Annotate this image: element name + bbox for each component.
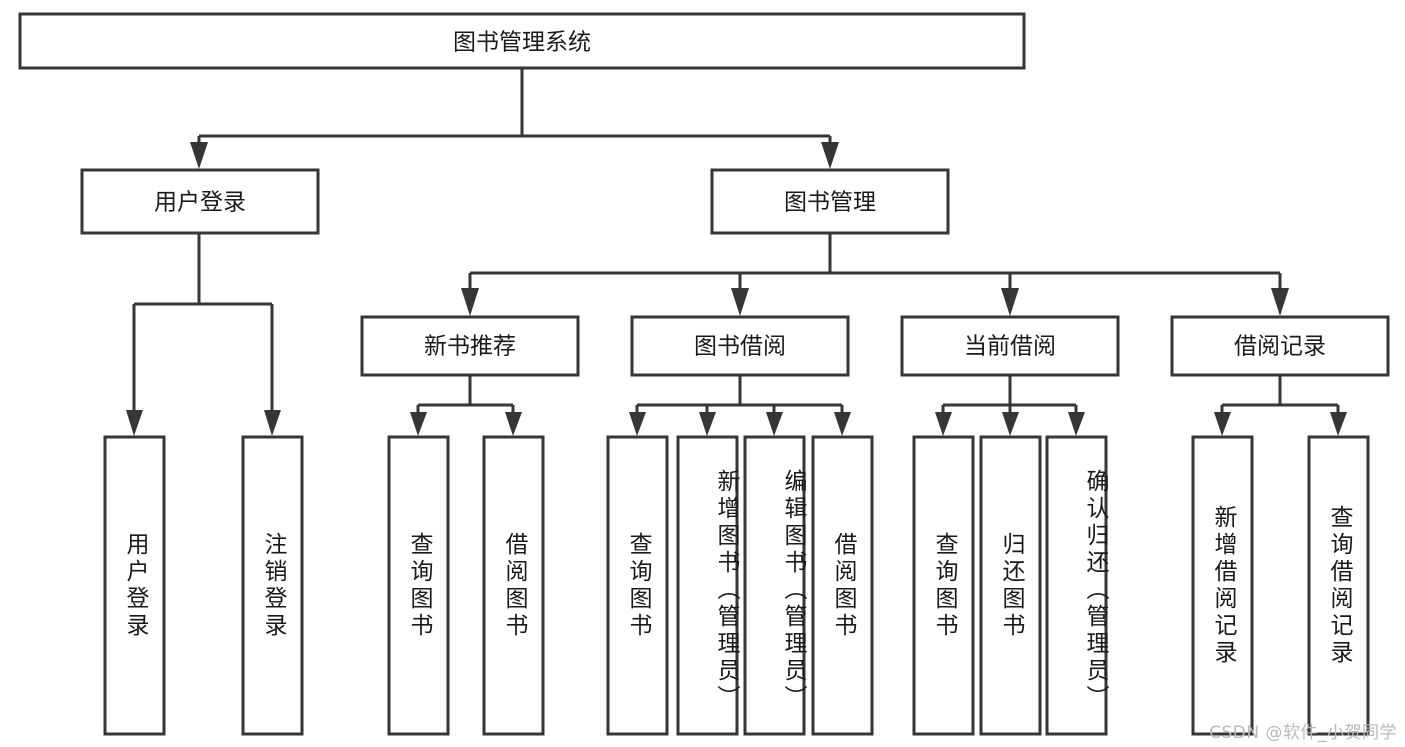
arrowhead-user-login bbox=[190, 142, 208, 169]
arrowhead-leaf-5 bbox=[629, 412, 646, 436]
node-leaf-10-box[interactable] bbox=[979, 435, 1042, 736]
node-book-manage-box[interactable] bbox=[710, 168, 950, 235]
arrowhead-book-borrow bbox=[731, 288, 749, 316]
csdn-watermark: CSDN @软件_小贺同学 bbox=[1209, 723, 1397, 743]
arrowhead-leaf-10 bbox=[1002, 412, 1019, 436]
node-borrow-record-label: 借阅记录 bbox=[1234, 334, 1326, 360]
node-leaf-3-box[interactable] bbox=[387, 435, 450, 736]
arrowhead-book-manage bbox=[821, 142, 839, 169]
node-leaf-4-box[interactable] bbox=[482, 435, 545, 736]
arrowhead-leaf-6 bbox=[699, 412, 716, 436]
arrowhead-leaf-2 bbox=[264, 410, 281, 436]
node-leaf-11-box[interactable] bbox=[1045, 435, 1108, 736]
node-book-borrow-label: 图书借阅 bbox=[694, 334, 786, 360]
node-current-borrow-box[interactable] bbox=[900, 315, 1120, 377]
node-user-login-box[interactable] bbox=[80, 168, 320, 235]
node-user-login-label: 用户登录 bbox=[154, 190, 246, 216]
arrowhead-leaf-11 bbox=[1068, 412, 1085, 436]
arrowhead-leaf-3 bbox=[410, 412, 427, 436]
node-leaf-9-box[interactable] bbox=[912, 435, 975, 736]
node-new-book-rec-box[interactable] bbox=[360, 315, 580, 377]
arrowhead-borrow-record bbox=[1271, 288, 1289, 316]
node-leaf-2-box[interactable] bbox=[241, 435, 304, 736]
arrowhead-leaf-4 bbox=[505, 412, 522, 436]
node-leaf-6-box[interactable] bbox=[676, 435, 739, 736]
node-book-manage-label: 图书管理 bbox=[784, 190, 876, 216]
arrowhead-leaf-13 bbox=[1330, 412, 1347, 436]
node-leaf-1-box[interactable] bbox=[103, 435, 166, 736]
node-current-borrow-label: 当前借阅 bbox=[964, 334, 1056, 360]
node-leaf-13-box[interactable] bbox=[1307, 435, 1370, 736]
node-leaf-8-box[interactable] bbox=[811, 435, 874, 736]
node-root-box[interactable] bbox=[18, 12, 1026, 70]
node-book-borrow-box[interactable] bbox=[630, 315, 850, 377]
node-leaf-5-box[interactable] bbox=[606, 435, 669, 736]
node-borrow-record-box[interactable] bbox=[1170, 315, 1390, 377]
arrowhead-leaf-7 bbox=[766, 412, 783, 436]
node-leaf-7-box[interactable] bbox=[743, 435, 806, 736]
arrowhead-leaf-12 bbox=[1214, 412, 1231, 436]
arrowhead-leaf-9 bbox=[935, 412, 952, 436]
arrowhead-leaf-8 bbox=[834, 412, 851, 436]
node-root-label: 图书管理系统 bbox=[453, 30, 591, 56]
arrowhead-current-borrow bbox=[1001, 288, 1019, 316]
arrowhead-new-book-rec bbox=[461, 288, 479, 316]
arrowhead-leaf-1 bbox=[126, 410, 143, 436]
node-new-book-rec-label: 新书推荐 bbox=[424, 334, 516, 360]
node-leaf-12-box[interactable] bbox=[1191, 435, 1254, 736]
